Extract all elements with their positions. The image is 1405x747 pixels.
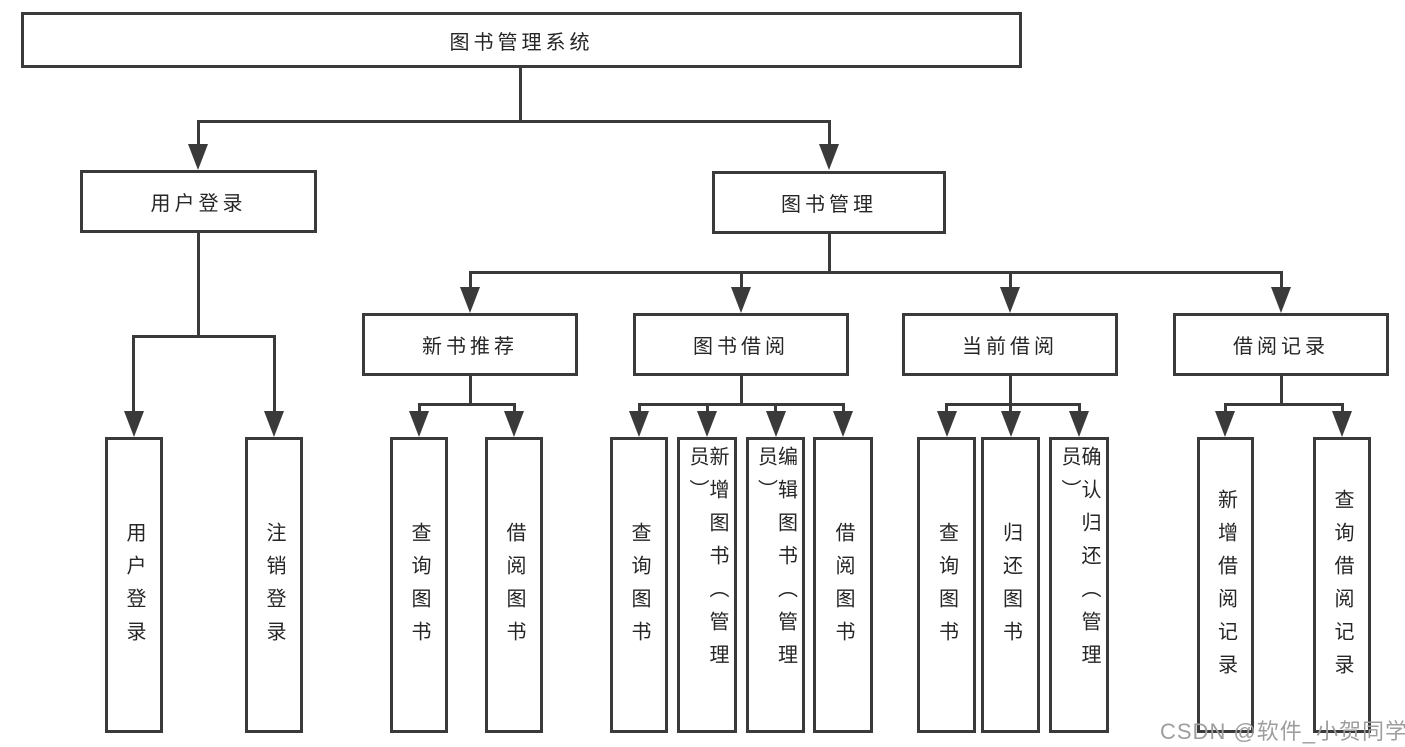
connector-line xyxy=(417,403,421,414)
arrow-head-icon xyxy=(697,411,717,437)
node-user-login-module: 用户登录 xyxy=(80,170,317,233)
node-borrow-books-recommend: 借阅图书 xyxy=(485,437,543,733)
connector-line xyxy=(196,120,200,147)
connector-line xyxy=(1279,376,1283,406)
connector-line xyxy=(196,120,831,123)
arrow-head-icon xyxy=(264,411,284,437)
connector-line xyxy=(739,376,743,406)
node-label: 新增图书（管理员） xyxy=(686,446,728,677)
node-label: 当前借阅 xyxy=(962,336,1058,358)
connector-line xyxy=(945,403,1081,406)
node-borrow-records: 借阅记录 xyxy=(1173,313,1389,376)
node-borrow-books: 借阅图书 xyxy=(813,437,873,733)
connector-line xyxy=(945,403,948,414)
node-query-books-borrow: 查询图书 xyxy=(610,437,668,733)
node-label: 注销登录 xyxy=(263,522,285,654)
connector-line xyxy=(1223,403,1344,406)
arrow-head-icon xyxy=(1332,411,1352,437)
node-query-books-current: 查询图书 xyxy=(917,437,976,733)
connector-line xyxy=(705,403,709,414)
connector-line xyxy=(1223,403,1227,414)
arrow-head-icon xyxy=(629,411,649,437)
arrow-head-icon xyxy=(819,144,839,170)
arrow-head-icon xyxy=(1215,411,1235,437)
node-label: 用户登录 xyxy=(123,522,145,654)
node-add-books-admin: 新增图书（管理员） xyxy=(677,437,737,733)
node-label: 借阅图书 xyxy=(503,522,525,654)
connector-line xyxy=(1077,403,1081,414)
node-book-management: 图书管理 xyxy=(712,171,946,234)
csdn-watermark: CSDN @软件_小贺同学 xyxy=(1160,719,1405,744)
connector-line xyxy=(196,233,200,338)
connector-line xyxy=(132,335,276,338)
arrow-head-icon xyxy=(123,411,144,437)
connector-line xyxy=(468,271,472,290)
node-label: 查询图书 xyxy=(628,522,650,654)
node-label: 用户登录 xyxy=(150,193,247,215)
node-logout: 注销登录 xyxy=(245,437,303,733)
node-label: 图书借阅 xyxy=(693,336,789,358)
node-label: 确认归还（管理员） xyxy=(1058,446,1100,677)
node-label: 查询图书 xyxy=(935,522,958,654)
node-label: 新增借阅记录 xyxy=(1214,489,1237,687)
arrow-head-icon xyxy=(1000,287,1020,313)
arrow-head-icon xyxy=(1271,287,1291,313)
arrow-head-icon xyxy=(1000,411,1021,437)
arrow-head-icon xyxy=(765,411,786,437)
connector-line xyxy=(1340,403,1344,414)
node-query-borrow-record: 查询借阅记录 xyxy=(1313,437,1371,733)
node-label: 新书推荐 xyxy=(422,336,518,358)
connector-line xyxy=(417,403,516,406)
node-add-borrow-record: 新增借阅记录 xyxy=(1197,437,1254,733)
connector-line xyxy=(1009,403,1012,414)
arrow-head-icon xyxy=(936,411,957,437)
connector-line xyxy=(1008,271,1012,290)
node-book-borrow: 图书借阅 xyxy=(633,313,849,376)
arrow-head-icon xyxy=(1069,411,1089,437)
connector-line xyxy=(774,403,777,414)
node-library-management-system: 图书管理系统 xyxy=(21,12,1022,68)
connector-line xyxy=(468,376,472,406)
node-query-books-recommend: 查询图书 xyxy=(390,437,448,733)
connector-line xyxy=(468,271,1283,274)
connector-line xyxy=(519,68,522,123)
connector-line xyxy=(827,120,831,147)
arrow-head-icon xyxy=(833,411,853,437)
arrow-head-icon xyxy=(731,287,751,313)
node-label: 借阅图书 xyxy=(832,522,854,654)
node-label: 归还图书 xyxy=(999,522,1022,654)
node-label: 图书管理系统 xyxy=(449,31,594,54)
node-label: 借阅记录 xyxy=(1233,336,1329,358)
arrow-head-icon xyxy=(188,144,208,170)
connector-line xyxy=(637,403,641,414)
connector-line xyxy=(512,403,516,414)
node-new-book-recommend: 新书推荐 xyxy=(362,313,578,376)
node-label: 查询借阅记录 xyxy=(1331,489,1353,687)
arrow-head-icon xyxy=(409,411,429,437)
connector-line xyxy=(1279,271,1283,290)
node-label: 图书管理 xyxy=(781,194,877,216)
arrow-head-icon xyxy=(460,287,480,313)
node-label: 编辑图书（管理员） xyxy=(754,446,797,677)
connector-line xyxy=(841,403,845,414)
connector-line xyxy=(739,271,743,290)
connector-line xyxy=(827,234,831,274)
node-current-borrow: 当前借阅 xyxy=(902,313,1118,376)
node-user-login: 用户登录 xyxy=(105,437,163,733)
connector-line xyxy=(1008,375,1012,406)
node-confirm-return-admin: 确认归还（管理员） xyxy=(1049,437,1109,733)
node-return-books: 归还图书 xyxy=(981,437,1040,733)
connector-line xyxy=(637,403,845,406)
arrow-head-icon xyxy=(504,411,524,437)
connector-line xyxy=(132,335,135,414)
node-label: 查询图书 xyxy=(408,522,430,654)
node-edit-books-admin: 编辑图书（管理员） xyxy=(746,437,805,733)
connector-line xyxy=(272,335,276,414)
